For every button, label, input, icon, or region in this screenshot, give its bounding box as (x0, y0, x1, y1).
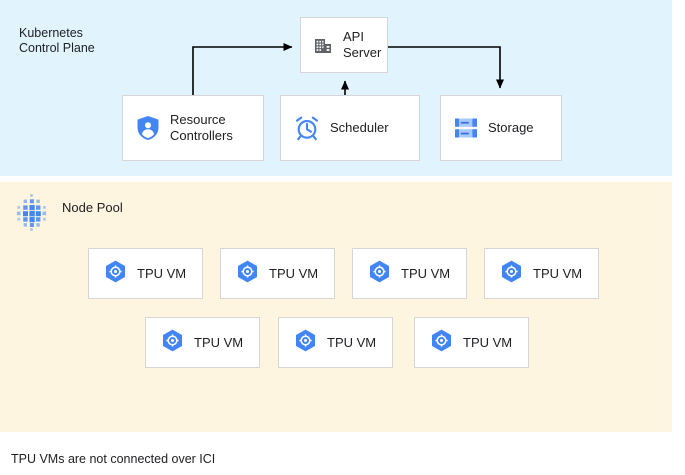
tpu-hex-icon (295, 329, 316, 357)
tpu-vm-label: TPU VM (269, 266, 319, 281)
tpu-vm-label: TPU VM (401, 266, 451, 281)
node-api-server-label: API Server (343, 29, 382, 60)
tpu-hex-icon (369, 260, 390, 288)
tpu-vm-box[interactable]: TPU VM (484, 248, 599, 299)
node-scheduler-label: Scheduler (330, 120, 389, 135)
node-pool-region (0, 182, 672, 432)
node-scheduler[interactable]: Scheduler (280, 95, 420, 161)
node-resource-controllers-label: Resource Controllers (170, 112, 233, 143)
tpu-vm-box[interactable]: TPU VM (220, 248, 335, 299)
alarm-clock-icon (294, 115, 320, 141)
node-pool-title: Node Pool (62, 200, 123, 215)
node-storage[interactable]: Storage (440, 95, 562, 161)
tpu-vm-label: TPU VM (194, 335, 244, 350)
dot-matrix-icon (16, 194, 47, 231)
tpu-hex-icon (431, 329, 452, 357)
tpu-vm-label: TPU VM (463, 335, 513, 350)
tpu-hex-icon (237, 260, 258, 288)
tpu-vm-label: TPU VM (137, 266, 187, 281)
tpu-vm-box[interactable]: TPU VM (352, 248, 467, 299)
building-icon (314, 36, 333, 55)
shield-user-icon (136, 115, 160, 141)
tpu-vm-label: TPU VM (327, 335, 377, 350)
tpu-vm-box[interactable]: TPU VM (278, 317, 393, 368)
control-plane-title: Kubernetes Control Plane (19, 26, 95, 55)
node-resource-controllers[interactable]: Resource Controllers (122, 95, 264, 161)
tpu-vm-box[interactable]: TPU VM (88, 248, 203, 299)
tpu-hex-icon (162, 329, 183, 357)
diagram-caption: TPU VMs are not connected over ICI (11, 452, 216, 466)
tpu-hex-icon (105, 260, 126, 288)
tpu-vm-box[interactable]: TPU VM (414, 317, 529, 368)
tpu-vm-label: TPU VM (533, 266, 583, 281)
tpu-vm-box[interactable]: TPU VM (145, 317, 260, 368)
tpu-hex-icon (501, 260, 522, 288)
node-storage-label: Storage (488, 120, 534, 135)
node-api-server[interactable]: API Server (300, 17, 388, 73)
server-rack-icon (454, 117, 478, 139)
